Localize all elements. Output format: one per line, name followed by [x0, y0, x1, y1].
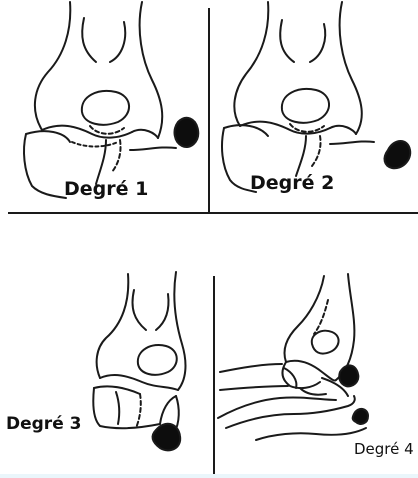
panel-degre-3: Degré 3: [0, 268, 213, 474]
label-degre-3: Degré 3: [6, 416, 81, 433]
panel-degre-2: Degré 2: [212, 0, 418, 212]
bone-fragment-degre-1: [175, 118, 199, 147]
label-degre-4: Degré 4: [354, 442, 414, 457]
panel-degre-1: Degré 1: [0, 0, 209, 212]
panel-degre-4: Degré 4: [216, 268, 418, 474]
label-degre-1: Degré 1: [64, 180, 148, 199]
bone-fragment-degre-3: [153, 424, 181, 451]
divider-bottom: [213, 276, 215, 474]
divider-top: [208, 8, 210, 214]
divider-top-bottom: [8, 212, 418, 214]
bone-fragment-upper-degre-4: [339, 365, 358, 386]
bone-fragment-degre-2: [385, 141, 411, 168]
bottom-strip: [0, 474, 418, 478]
elbow-drawing-degre-3: [0, 268, 213, 474]
label-degre-2: Degré 2: [250, 174, 334, 193]
bone-fragment-lower-degre-4: [353, 409, 368, 424]
